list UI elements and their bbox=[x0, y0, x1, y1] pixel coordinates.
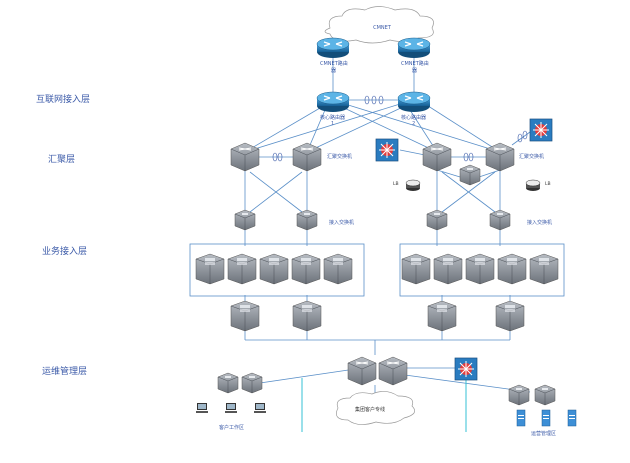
firewall-left-icon bbox=[375, 138, 399, 162]
group-line-cloud bbox=[336, 391, 415, 425]
layer-label-internet: 互联网接入层 bbox=[36, 95, 91, 105]
cmnet-router-right-icon bbox=[397, 37, 431, 59]
server-icon bbox=[195, 253, 225, 285]
pc-icon bbox=[196, 403, 208, 413]
ops-server-icon bbox=[567, 409, 577, 427]
distribution-switch-1-icon bbox=[230, 300, 260, 332]
connection-lines bbox=[244, 44, 531, 400]
core-router-left-label: 核心路由器 bbox=[320, 115, 346, 121]
client-switch-1-icon bbox=[217, 372, 239, 394]
server-icon bbox=[529, 253, 559, 285]
lb-left-label: LB bbox=[393, 182, 399, 187]
core-router-right-label: 核心路由器 bbox=[401, 115, 427, 121]
server-icon bbox=[433, 253, 463, 285]
server-group-box-left bbox=[189, 243, 365, 297]
cmnet-router-left-label: CMNET路由 bbox=[320, 61, 348, 67]
group-line-label: 集团客户专线 bbox=[355, 407, 386, 413]
layer-label-ops: 运维管理层 bbox=[42, 367, 88, 377]
agg-switch-right-label: 汇聚交换机 bbox=[519, 154, 545, 160]
access-switch-left-label: 接入交换机 bbox=[329, 220, 355, 226]
agg-switch-4-icon bbox=[485, 142, 515, 172]
lb-right-label: LB bbox=[545, 182, 551, 187]
ops-core-switch-2-icon bbox=[378, 356, 408, 386]
access-switch-4-icon bbox=[489, 209, 511, 231]
distribution-switch-4-icon bbox=[495, 300, 525, 332]
ops-server-icon bbox=[516, 409, 526, 427]
core-router-left-label-2: 1 bbox=[331, 121, 335, 127]
cyan-links bbox=[301, 378, 467, 432]
server-icon bbox=[497, 253, 527, 285]
cmnet-router-right-label-2: 器 bbox=[412, 68, 418, 74]
firewall-right-icon bbox=[529, 118, 553, 142]
ops-core-switch-1-icon bbox=[347, 356, 377, 386]
access-switch-right-label: 接入交换机 bbox=[527, 220, 553, 226]
core-router-right-icon bbox=[397, 91, 431, 113]
cmnet-router-left-icon bbox=[316, 37, 350, 59]
server-icon bbox=[259, 253, 289, 285]
cmnet-cloud: CMNET bbox=[324, 6, 434, 44]
cmnet-cloud-label: CMNET bbox=[373, 25, 392, 31]
access-switch-2-icon bbox=[296, 209, 318, 231]
load-balancer-right-icon bbox=[525, 179, 541, 192]
core-router-right-label-2: 2 bbox=[412, 121, 416, 127]
ops-server-icon bbox=[541, 409, 551, 427]
distribution-switch-2-icon bbox=[292, 300, 322, 332]
agg-switch-1-icon bbox=[230, 142, 260, 172]
cmnet-router-left-label-2: 器 bbox=[331, 68, 337, 74]
layer-label-aggregation: 汇聚层 bbox=[48, 155, 76, 165]
server-icon bbox=[401, 253, 431, 285]
server-group-right bbox=[401, 253, 559, 285]
distribution-switch-3-icon bbox=[427, 300, 457, 332]
server-icon bbox=[323, 253, 353, 285]
pc-icon bbox=[254, 403, 266, 413]
client-switch-2-icon bbox=[241, 372, 263, 394]
agg-switch-left-label: 汇聚交换机 bbox=[327, 154, 353, 160]
link-aggregation-marks bbox=[272, 95, 528, 162]
access-switch-3-icon bbox=[426, 209, 448, 231]
layer-label-business: 业务接入层 bbox=[42, 247, 88, 257]
access-switch-1-icon bbox=[234, 209, 256, 231]
agg-switch-3-icon bbox=[422, 142, 452, 172]
ops-switch-2-icon bbox=[534, 384, 556, 406]
server-group-box-right bbox=[399, 243, 565, 297]
pc-icon bbox=[225, 403, 237, 413]
server-icon bbox=[465, 253, 495, 285]
core-router-left-icon bbox=[316, 91, 350, 113]
ops-switch-1-icon bbox=[508, 384, 530, 406]
server-icon bbox=[291, 253, 321, 285]
server-icon bbox=[227, 253, 257, 285]
client-zone-label: 客户工作区 bbox=[219, 425, 245, 431]
cmnet-router-right-label: CMNET路由 bbox=[401, 61, 429, 67]
load-balancer-left-icon bbox=[405, 179, 421, 192]
middle-switch-icon bbox=[459, 164, 481, 186]
server-group-left bbox=[195, 253, 353, 285]
agg-switch-2-icon bbox=[292, 142, 322, 172]
firewall-ops-icon bbox=[454, 357, 478, 381]
ops-zone-label: 运营管理区 bbox=[531, 431, 557, 437]
